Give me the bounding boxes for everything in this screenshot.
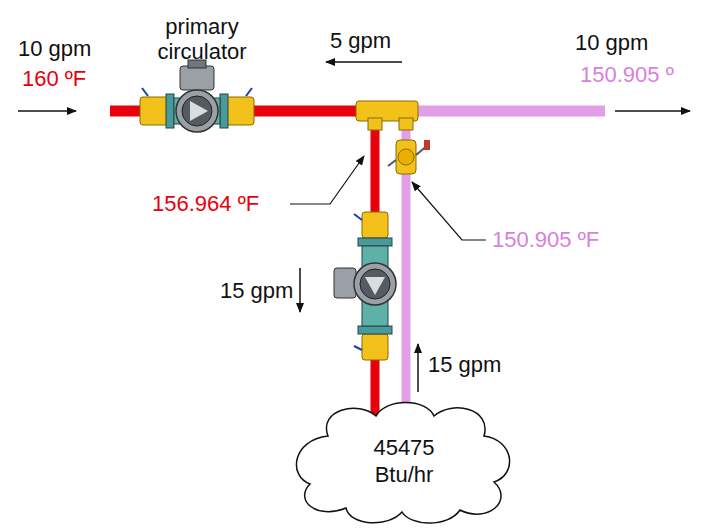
pipe-label: 15 gpm <box>428 352 501 378</box>
tee-branch <box>368 118 382 130</box>
cloud-outline <box>288 396 520 526</box>
pipe-label: primary circulator <box>152 14 252 64</box>
heat-load-cloud: 45475 Btu/hr <box>288 396 520 526</box>
pipe-label: 150.905 ºF <box>492 227 599 253</box>
flow-arrow <box>615 110 690 112</box>
pipe-label: 5 gpm <box>330 28 391 54</box>
load-text: 45475 Btu/hr <box>356 434 452 488</box>
pipe-label: 150.905 º <box>580 62 674 88</box>
flow-arrow <box>18 110 76 112</box>
pipe-label: 15 gpm <box>220 278 293 304</box>
pipe-label: 10 gpm <box>18 36 91 62</box>
flow-arrow <box>299 268 301 312</box>
secondary-circulator <box>334 212 396 360</box>
pipe-label: 156.964 ºF <box>152 191 259 217</box>
balancing-valve <box>388 140 430 174</box>
flow-arrow <box>417 344 419 392</box>
tee-branch <box>399 118 413 130</box>
leader-line <box>412 182 486 240</box>
pipe-label: 160 ºF <box>22 66 86 92</box>
pipe-label: 10 gpm <box>575 30 648 56</box>
primary-circulator <box>140 60 254 132</box>
leader-line <box>290 156 364 204</box>
flow-arrow <box>326 61 402 63</box>
